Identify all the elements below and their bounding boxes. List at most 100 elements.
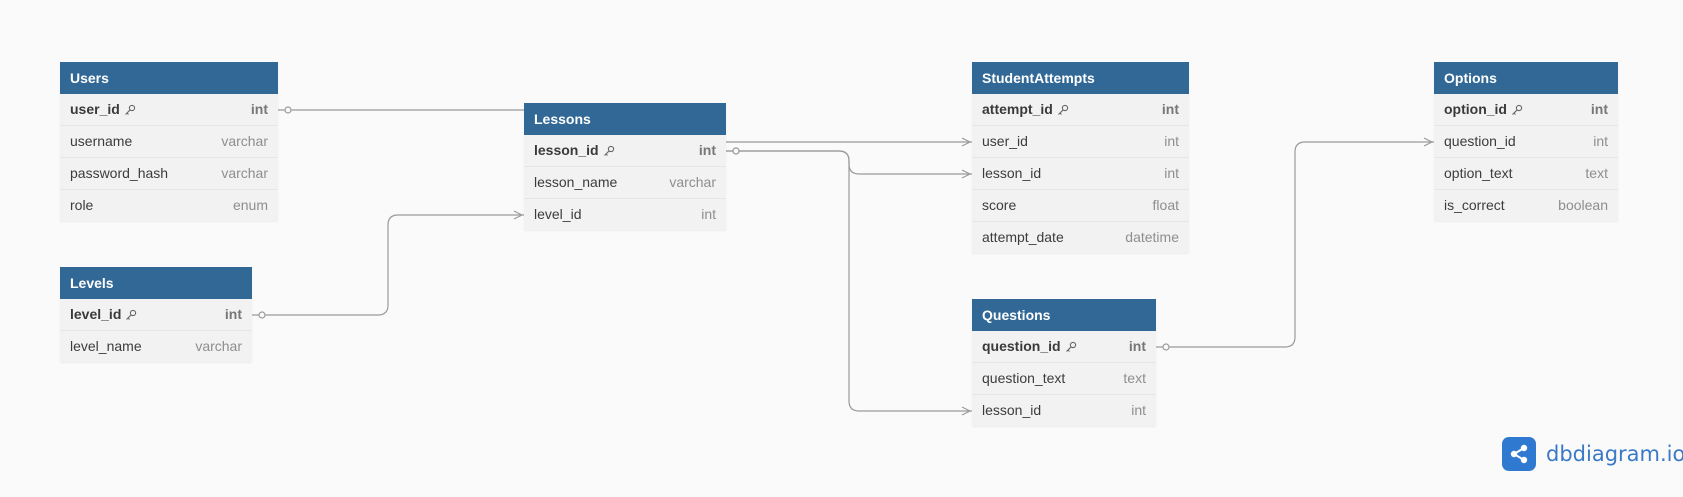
field-name: lesson_id <box>534 135 615 166</box>
table-header[interactable]: Levels <box>60 267 252 299</box>
field-name: level_name <box>70 331 142 362</box>
field-row[interactable]: user_id int <box>60 94 278 126</box>
field-name-text: level_id <box>70 306 122 322</box>
field-type: int <box>1131 402 1146 418</box>
relation-line[interactable] <box>252 214 524 316</box>
field-type: datetime <box>1125 229 1179 245</box>
table-users[interactable]: Users user_id int username varchar password_h… <box>60 62 278 221</box>
many-end-marker <box>1423 137 1433 147</box>
field-name: level_id <box>534 199 581 230</box>
field-name-text: lesson_id <box>982 165 1042 181</box>
field-name: lesson_name <box>534 167 617 198</box>
primary-key-icon <box>1507 104 1523 116</box>
field-name-text: question_text <box>982 370 1066 386</box>
field-row[interactable]: lesson_name varchar <box>524 167 726 199</box>
primary-key-icon <box>1061 341 1077 353</box>
field-name: lesson_id <box>982 395 1041 426</box>
field-name-text: lesson_name <box>534 174 618 190</box>
one-end-marker <box>732 147 740 155</box>
field-name-text: level_id <box>534 206 582 222</box>
field-row[interactable]: lesson_id int <box>972 395 1156 426</box>
primary-key-icon <box>1053 104 1069 116</box>
table-header[interactable]: StudentAttempts <box>972 62 1189 94</box>
relation-line[interactable] <box>1156 141 1434 348</box>
many-end-marker <box>513 210 523 220</box>
field-type: text <box>1123 370 1146 386</box>
field-row[interactable]: is_correct boolean <box>1434 190 1618 221</box>
field-row[interactable]: role enum <box>60 190 278 221</box>
many-end-marker <box>961 406 971 416</box>
field-row[interactable]: option_id int <box>1434 94 1618 126</box>
relation-line[interactable] <box>726 150 972 412</box>
field-row[interactable]: level_id int <box>524 199 726 230</box>
field-type: int <box>250 101 268 117</box>
field-name-text: lesson_id <box>534 142 599 158</box>
field-row[interactable]: user_id int <box>972 126 1189 158</box>
field-name: lesson_id <box>982 158 1041 189</box>
field-name-text: score <box>982 197 1017 213</box>
table-header[interactable]: Lessons <box>524 103 726 135</box>
primary-key-icon <box>120 104 136 116</box>
field-type: enum <box>232 197 268 213</box>
field-row[interactable]: attempt_date datetime <box>972 222 1189 253</box>
field-name-text: attempt_id <box>982 101 1053 117</box>
field-type: int <box>224 306 242 322</box>
field-name-text: question_id <box>1444 133 1516 149</box>
field-name-text: role <box>70 197 94 213</box>
field-name: option_id <box>1444 94 1523 125</box>
brand-text: dbdiagram.io <box>1546 442 1683 466</box>
field-type: int <box>1590 101 1608 117</box>
field-type: int <box>698 142 716 158</box>
field-name: user_id <box>982 126 1028 157</box>
field-name-text: user_id <box>70 101 120 117</box>
one-end-marker <box>258 311 266 319</box>
field-name: question_id <box>1444 126 1516 157</box>
field-type: int <box>1164 133 1179 149</box>
field-type: varchar <box>221 133 268 149</box>
field-name-text: question_id <box>982 338 1061 354</box>
field-name-text: username <box>70 133 133 149</box>
field-row[interactable]: option_text text <box>1434 158 1618 190</box>
field-row[interactable]: username varchar <box>60 126 278 158</box>
relation-line[interactable] <box>726 150 972 175</box>
field-row[interactable]: question_text text <box>972 363 1156 395</box>
field-name: is_correct <box>1444 190 1505 221</box>
table-header[interactable]: Questions <box>972 299 1156 331</box>
field-type: int <box>701 206 716 222</box>
many-end-marker <box>961 137 971 147</box>
field-name: username <box>70 126 132 157</box>
field-name-text: attempt_date <box>982 229 1064 245</box>
field-name-text: option_text <box>1444 165 1513 181</box>
field-name: level_id <box>70 299 137 330</box>
field-name-text: password_hash <box>70 165 169 181</box>
field-name-text: is_correct <box>1444 197 1505 213</box>
share-nodes-icon <box>1502 437 1536 471</box>
field-type: boolean <box>1558 197 1608 213</box>
one-end-marker <box>732 147 740 155</box>
field-type: text <box>1585 165 1608 181</box>
table-header[interactable]: Options <box>1434 62 1618 94</box>
field-name-text: user_id <box>982 133 1028 149</box>
table-header[interactable]: Users <box>60 62 278 94</box>
field-row[interactable]: lesson_id int <box>524 135 726 167</box>
field-type: varchar <box>669 174 716 190</box>
brand-logo[interactable]: dbdiagram.io <box>1502 437 1683 471</box>
field-row[interactable]: level_id int <box>60 299 252 331</box>
field-name: password_hash <box>70 158 168 189</box>
primary-key-icon <box>599 145 615 157</box>
field-name-text: level_name <box>70 338 142 354</box>
field-name: attempt_id <box>982 94 1069 125</box>
